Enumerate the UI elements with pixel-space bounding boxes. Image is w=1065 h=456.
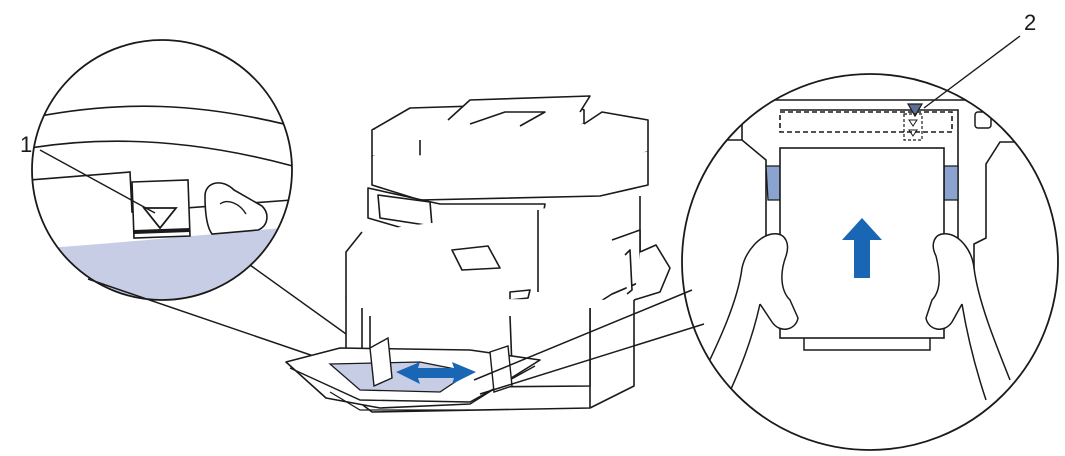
left-zoom-detail [31, 39, 293, 301]
arrow-guide-right-icon [440, 362, 476, 384]
left-hand [699, 233, 799, 381]
right-paper-guide [943, 165, 959, 201]
callout-2-label: 2 [1024, 10, 1036, 35]
right-zoom-leader [473, 289, 705, 395]
callout-1-label: 1 [20, 132, 32, 157]
arrow-guide-left-icon [396, 362, 440, 384]
paper-stack-area [32, 226, 292, 300]
paper-limit-outline [779, 111, 953, 133]
right-zoom-detail [681, 73, 1059, 451]
callout-2-leader [923, 35, 1021, 109]
triangle-down-icon [142, 207, 178, 230]
callout-1-leader [39, 149, 156, 214]
arrow-up-icon [842, 218, 882, 278]
max-mark-icon [906, 103, 924, 118]
mp-tray-paper [285, 336, 541, 411]
right-hand [925, 233, 1011, 381]
